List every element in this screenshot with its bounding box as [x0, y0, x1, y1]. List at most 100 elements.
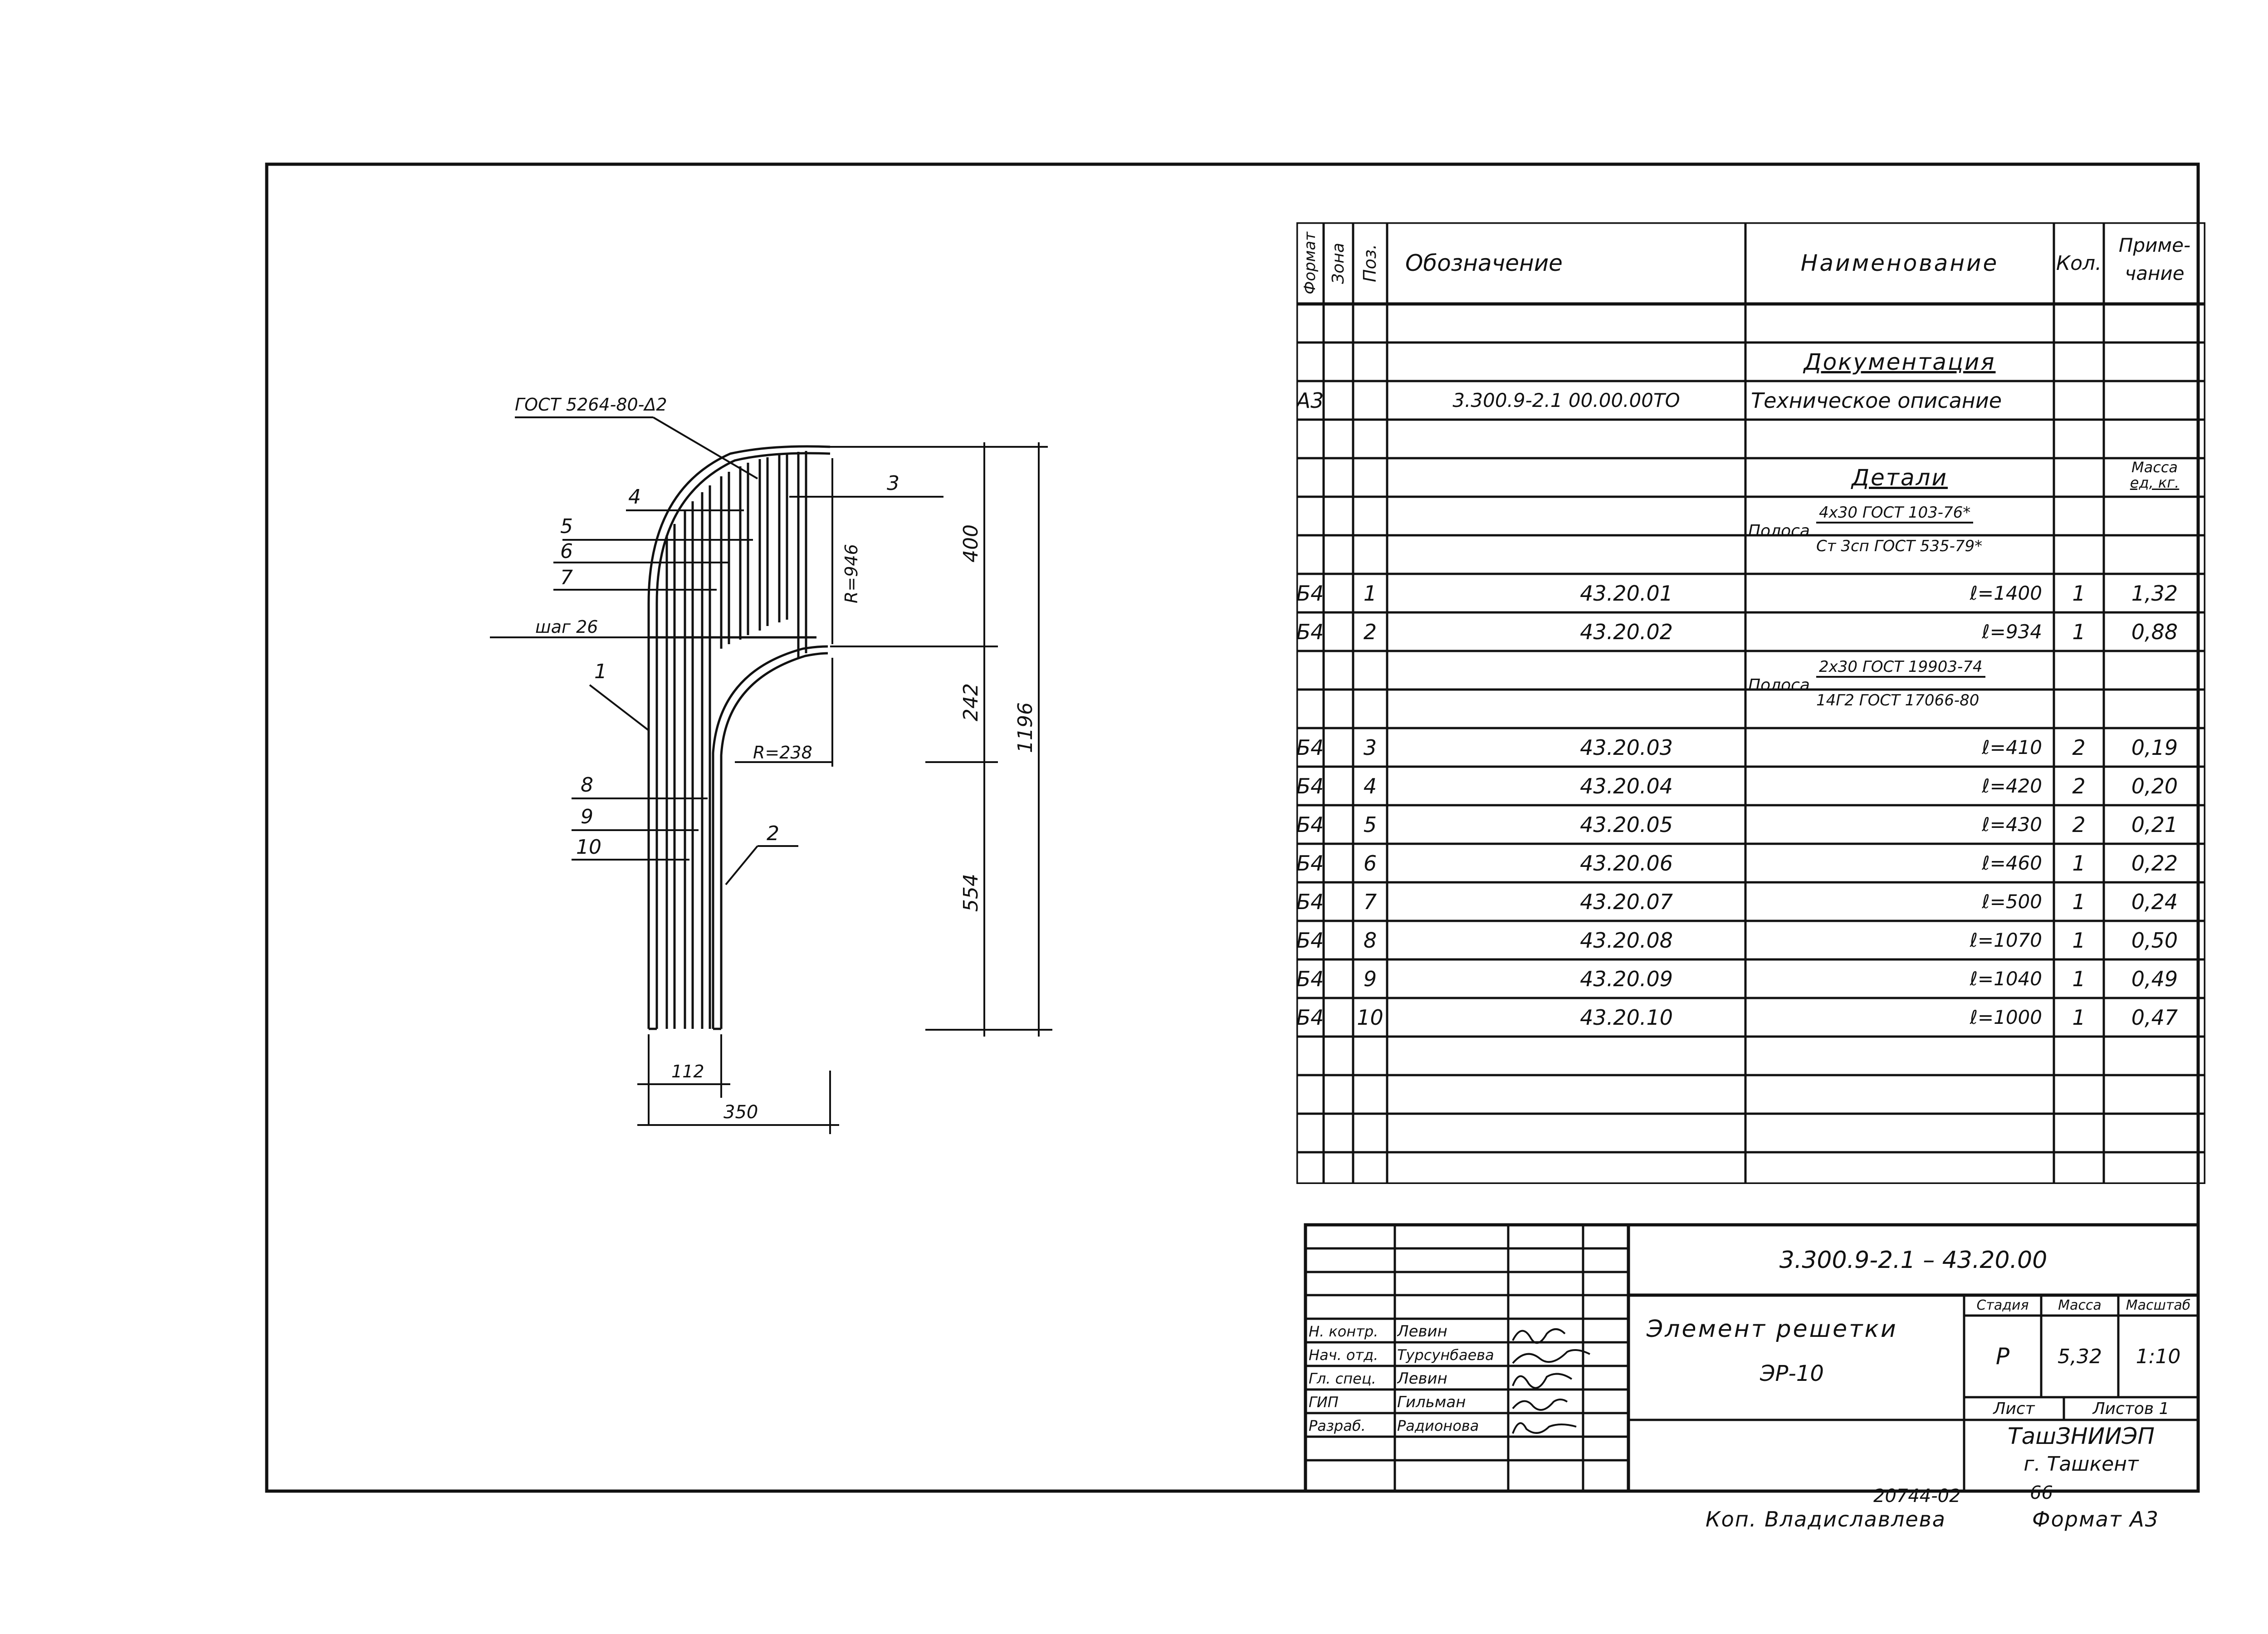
pos-label-3: 3 — [887, 472, 899, 495]
role-4: ГИП — [1309, 1394, 1339, 1411]
role-1: Н. контр. — [1309, 1323, 1378, 1340]
dim-400: 400 — [959, 524, 982, 563]
row-4-qty: 2 — [2072, 773, 2086, 798]
row-1-format: Б4 — [1296, 581, 1324, 606]
row-7-mass: 0,24 — [2131, 889, 2178, 914]
row-3-qty: 2 — [2072, 735, 2086, 760]
row-3-format: Б4 — [1296, 735, 1324, 760]
dim-242: 242 — [959, 683, 982, 721]
section-documentation: Документация — [1804, 348, 1996, 375]
pos-label-10: 10 — [576, 836, 601, 859]
row-10-designation: 43.20.10 — [1580, 1005, 1673, 1030]
title-name-1: Элемент решетки — [1647, 1316, 1898, 1343]
pos-label-5: 5 — [560, 515, 573, 538]
step-label: шаг 26 — [535, 617, 598, 637]
name-5: Радионова — [1397, 1417, 1479, 1434]
section-details: Детали — [1851, 464, 1948, 491]
header-qty: Кол. — [2056, 251, 2102, 275]
row-3-length: ℓ=410 — [1982, 736, 2042, 758]
material-1: Полоса 4х30 ГОСТ 103-76* Ст 3сп ГОСТ 535… — [1748, 504, 1983, 555]
mass-value: 5,32 — [2058, 1345, 2102, 1368]
row-5-designation: 43.20.05 — [1580, 812, 1673, 837]
name-1: Левин — [1397, 1322, 1447, 1340]
role-2: Нач. отд. — [1309, 1346, 1378, 1364]
stage-header: Стадия — [1976, 1297, 2029, 1313]
footer-copied-by: Коп. Владиславлева — [1706, 1507, 1946, 1531]
row-7-format: Б4 — [1296, 889, 1324, 914]
row-10-mass: 0,47 — [2131, 1005, 2178, 1030]
name-3: Левин — [1397, 1370, 1447, 1388]
row-1-qty: 1 — [2072, 581, 2086, 606]
pos-label-6: 6 — [560, 540, 573, 563]
header-designation: Обозначение — [1405, 250, 1563, 276]
scale-header: Масштаб — [2126, 1297, 2191, 1313]
material-2: Полоса 2х30 ГОСТ 19903-74 14Г2 ГОСТ 1706… — [1748, 652, 2052, 727]
name-2: Турсунбаева — [1397, 1346, 1494, 1364]
row-2-qty: 1 — [2072, 619, 2086, 644]
row-5-qty: 2 — [2072, 812, 2086, 837]
scale-value: 1:10 — [2136, 1345, 2181, 1368]
dimension-lines — [637, 442, 1052, 1134]
row-8-mass: 0,50 — [2131, 928, 2178, 953]
row-6-designation: 43.20.06 — [1580, 851, 1673, 876]
spec-grid — [1296, 222, 2205, 1184]
dim-554: 554 — [959, 874, 982, 912]
row-3-mass: 0,19 — [2131, 735, 2178, 760]
radius-946: R=946 — [841, 544, 861, 603]
role-5: Разраб. — [1309, 1417, 1366, 1434]
pos-label-2: 2 — [767, 822, 779, 845]
dim-1196: 1196 — [1014, 702, 1037, 753]
row-3-designation: 43.20.03 — [1580, 735, 1673, 760]
row-7-designation: 43.20.07 — [1580, 889, 1673, 914]
row-3-pos: 3 — [1363, 735, 1377, 760]
row-4-designation: 43.20.04 — [1580, 773, 1673, 798]
row-9-pos: 9 — [1363, 966, 1377, 991]
row-9-length: ℓ=1040 — [1970, 968, 2042, 990]
row-10-pos: 10 — [1357, 1005, 1383, 1030]
row-4-format: Б4 — [1296, 773, 1324, 798]
lattice-element-drawing: ГОСТ 5264-80-Δ2 шаг 26 R=946 R=238 400 2… — [490, 395, 1052, 1134]
row-9-designation: 43.20.09 — [1580, 966, 1673, 991]
row-6-pos: 6 — [1363, 851, 1377, 876]
specification-table: Формат Зона Поз. Обозначение Наименовани… — [1296, 222, 2205, 1184]
row-6-format: Б4 — [1296, 851, 1324, 876]
footer-number: 20744-02 — [1873, 1486, 1961, 1507]
row-1-length: ℓ=1400 — [1970, 582, 2042, 604]
pos-label-1: 1 — [594, 660, 607, 683]
row-2-format: Б4 — [1296, 619, 1324, 644]
stage-value: Р — [1995, 1343, 2010, 1370]
row-7-length: ℓ=500 — [1982, 890, 2042, 913]
row-6-mass: 0,22 — [2131, 851, 2178, 876]
header-note: Приме- чание — [2118, 234, 2191, 284]
pos-label-8: 8 — [581, 773, 593, 797]
dim-112: 112 — [671, 1062, 704, 1081]
leader-lines — [490, 416, 943, 885]
row-8-designation: 43.20.08 — [1580, 928, 1673, 953]
row-5-pos: 5 — [1363, 812, 1377, 837]
row-5-mass: 0,21 — [2131, 812, 2178, 837]
title-name-2: ЭР-10 — [1760, 1361, 1824, 1386]
pos-label-4: 4 — [628, 485, 641, 509]
row-9-mass: 0,49 — [2131, 966, 2178, 991]
row-5-format: Б4 — [1296, 812, 1324, 837]
signatures — [1512, 1328, 1590, 1434]
row-8-format: Б4 — [1296, 928, 1324, 953]
mass-header: Масса ед, кг. — [2130, 459, 2180, 491]
row-4-pos: 4 — [1363, 773, 1377, 798]
name-4: Гильман — [1397, 1393, 1466, 1411]
pos-label-7: 7 — [560, 566, 573, 589]
row-8-pos: 8 — [1363, 928, 1377, 953]
row-1-designation: 43.20.01 — [1580, 581, 1673, 606]
row-2-mass: 0,88 — [2131, 619, 2178, 644]
vertical-bars — [647, 445, 831, 1030]
organization: ТашЗНИИЭП г. Ташкент — [2008, 1423, 2155, 1476]
row-9-qty: 1 — [2072, 966, 2086, 991]
row-4-length: ℓ=420 — [1982, 775, 2042, 797]
radius-238: R=238 — [753, 743, 812, 763]
dim-350: 350 — [723, 1102, 758, 1123]
row-1-mass: 1,32 — [2131, 581, 2178, 606]
gost-callout: ГОСТ 5264-80-Δ2 — [515, 395, 667, 415]
row-8-qty: 1 — [2072, 928, 2086, 953]
